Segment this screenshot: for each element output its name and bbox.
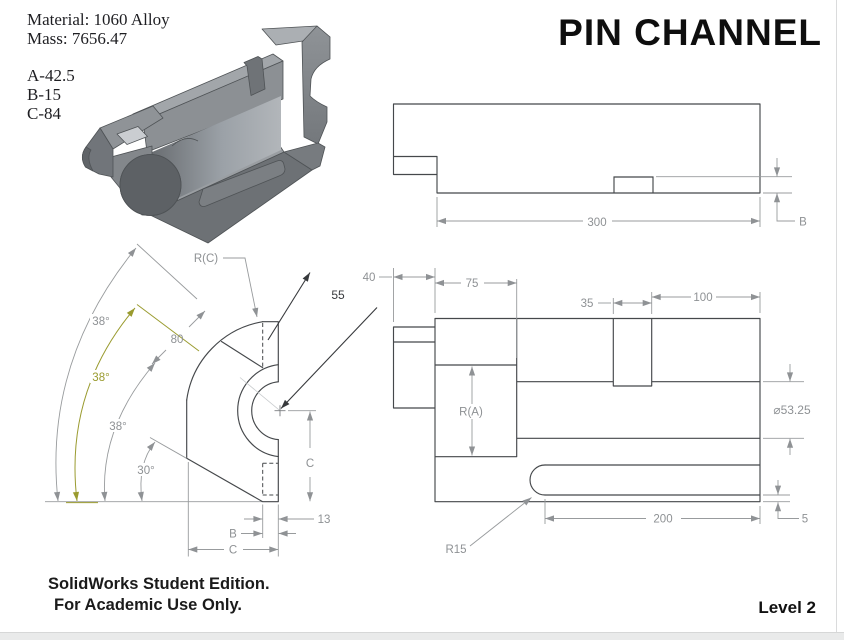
- iso-back-wall: [142, 60, 284, 153]
- dim-dia-label: ⌀53.25: [773, 403, 811, 417]
- variables-block: A-42.5 B-15 C-84: [27, 66, 75, 123]
- mass-line: Mass: 7656.47: [27, 29, 128, 48]
- dim-ra-label: R(A): [459, 407, 483, 419]
- watermark: SolidWorks Student Edition. For Academic…: [48, 574, 270, 616]
- iso-bottom-slot-groove: [198, 160, 286, 207]
- iso-fin-edge: [81, 146, 94, 172]
- dim-80-label: 80: [171, 334, 184, 346]
- dim-rc-label: R(C): [194, 253, 218, 265]
- profile-view: 38° 38° 38° 30° 80 R(C) 55 C: [45, 243, 378, 557]
- watermark-line2: For Academic Use Only.: [54, 596, 242, 614]
- angle3-label-bg: [107, 419, 130, 432]
- top-view: 300 B: [392, 103, 807, 229]
- profile-outer-radius-arc: [186, 321, 264, 401]
- profile-hidden-lines: [262, 323, 279, 496]
- front-view: 40 75 35 100 R(A) ⌀53.25 200 5 R1: [363, 268, 811, 556]
- dim-55-line-main: [280, 307, 378, 409]
- dim-200-label: 200: [653, 514, 672, 526]
- profile-center-mark: [274, 405, 286, 417]
- dim-13-label: 13: [318, 514, 331, 526]
- iso-bore-rim: [119, 154, 182, 216]
- dim-300-label: 300: [587, 217, 606, 229]
- var-c: C-84: [27, 104, 61, 123]
- angle4-label-bg: [135, 463, 158, 476]
- watermark-line1: SolidWorks Student Edition.: [48, 575, 270, 593]
- angle4-label: 30°: [137, 465, 154, 477]
- dim-b-profile-label: B: [229, 529, 237, 541]
- iso-right-end-cap: [301, 25, 331, 145]
- top-view-edges: [392, 103, 761, 194]
- dim-55-label: 55: [331, 288, 345, 302]
- iso-flange-arc: [171, 138, 199, 147]
- front-view-slot-cap: [529, 464, 546, 496]
- dim-5-label: 5: [802, 514, 808, 526]
- material-line: Material: 1060 Alloy: [27, 10, 170, 29]
- dim-b-top-label: B: [799, 217, 807, 229]
- profile-chamfer-extension: [149, 437, 187, 459]
- profile-radial-line-olive: [136, 304, 200, 352]
- dim-55-line-upper: [267, 272, 311, 341]
- angle3-label: 38°: [109, 421, 126, 433]
- dim-c-bottom-label: C: [229, 545, 237, 557]
- profile-radial-line-upper: [136, 243, 198, 300]
- bottom-strip: [0, 632, 844, 640]
- angle2-label-bg: [90, 370, 113, 383]
- profile-bore-arc: [251, 381, 279, 441]
- angle1-label-bg: [90, 314, 113, 327]
- angle1-label: 38°: [92, 316, 109, 328]
- top-view-ext-lines: [436, 176, 792, 227]
- dim-r15-label: R15: [445, 544, 466, 556]
- material-block: Material: 1060 Alloy Mass: 7656.47: [27, 10, 170, 48]
- dim-b-top-leader: [776, 212, 795, 222]
- dim-80-line-lower: [151, 349, 167, 365]
- page-title: PIN CHANNEL: [558, 12, 822, 53]
- dim-ra-label-bg: [453, 404, 491, 419]
- dim-80-line-upper: [188, 310, 206, 328]
- iso-slot-notch: [243, 56, 266, 96]
- iso-cylinder-interior: [150, 96, 281, 211]
- dim-rc-leader: [223, 257, 259, 318]
- profile-edges: [186, 321, 279, 503]
- dim-75-label: 75: [466, 278, 479, 290]
- angle1-arc: [53, 247, 137, 502]
- dim-c-vert-label: C: [306, 458, 314, 470]
- dim-35-label: 35: [581, 298, 594, 310]
- dim-5-leader: [777, 516, 799, 519]
- var-b: B-15: [27, 85, 61, 104]
- angle2-label: 38°: [92, 372, 109, 384]
- var-a: A-42.5: [27, 66, 75, 85]
- level-badge: Level 2: [758, 598, 816, 617]
- front-view-ext-lines: [393, 268, 804, 524]
- iso-right-lower-facet: [283, 142, 326, 171]
- profile-outer-channel-arc: [237, 364, 279, 458]
- profile-bottom-ext-lines: [187, 462, 279, 557]
- dim-100-label: 100: [693, 292, 712, 304]
- dim-40-label: 40: [363, 272, 376, 284]
- iso-view: [81, 25, 331, 244]
- iso-wedge-highlight: [116, 126, 148, 145]
- profile-radius-centerline: [239, 377, 281, 412]
- front-view-edges: [392, 317, 761, 503]
- dim-r15-leader: [469, 497, 532, 547]
- page-right-edge: [836, 0, 837, 633]
- angle2-arc: [72, 307, 136, 502]
